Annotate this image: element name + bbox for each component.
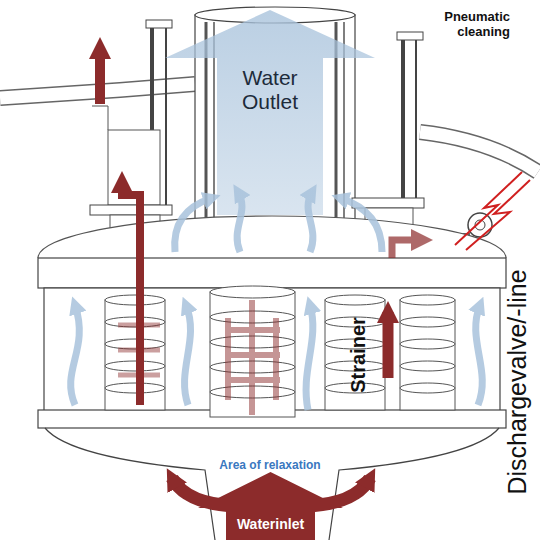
discharge-arrow bbox=[392, 240, 422, 258]
strainer-element bbox=[325, 295, 385, 410]
flow-through bbox=[226, 300, 280, 415]
strainer-ring bbox=[400, 317, 455, 327]
area-label: Area of relaxation bbox=[219, 459, 320, 473]
discharge-valve bbox=[468, 213, 492, 237]
strainer-ring bbox=[105, 361, 165, 371]
strainer-ring bbox=[400, 361, 455, 371]
pneumatic-label: Pneumatic cleaning bbox=[418, 10, 510, 40]
flow-arrow bbox=[175, 198, 212, 252]
node-text: Water Outlet bbox=[220, 66, 320, 114]
flange bbox=[90, 205, 172, 215]
pipe-outline bbox=[420, 132, 538, 172]
inlet-arrow: Waterinlet bbox=[198, 472, 343, 540]
rod-cap bbox=[146, 20, 172, 28]
flow-through bbox=[118, 325, 160, 375]
flow-arrow bbox=[306, 305, 313, 410]
flow-arrow bbox=[476, 305, 483, 405]
pneumatic-rod bbox=[401, 38, 405, 200]
strainer-ring bbox=[400, 383, 455, 393]
housing-cone bbox=[45, 428, 215, 540]
discharge-label: Dischargevalve/-line bbox=[503, 269, 532, 494]
strainer-label: Strainer bbox=[347, 317, 370, 393]
strainer-ring bbox=[325, 295, 385, 305]
rod-cap bbox=[397, 32, 423, 40]
discharge-arrow bbox=[122, 182, 140, 405]
flow-arrow bbox=[340, 198, 382, 252]
strainer-ring bbox=[400, 295, 455, 305]
discharge-arrow bbox=[383, 312, 394, 378]
strainer-element bbox=[400, 295, 455, 410]
strainer-ring bbox=[400, 339, 455, 349]
arrow-shape bbox=[165, 10, 375, 215]
outlet-arrow: Water Outlet bbox=[165, 10, 375, 215]
flow-arrow bbox=[71, 305, 80, 405]
node-text: Waterinlet bbox=[223, 516, 318, 532]
discharge-arrow bbox=[95, 48, 105, 104]
strainer-element bbox=[105, 295, 165, 410]
strainer-element bbox=[210, 286, 295, 417]
pipe-elbow bbox=[92, 106, 108, 130]
strainer-ring bbox=[105, 383, 165, 393]
pneumatic-pulse bbox=[455, 172, 530, 250]
housing-cone bbox=[329, 428, 499, 540]
housing-top bbox=[38, 216, 506, 258]
flow-arrow bbox=[185, 305, 191, 405]
strainer-body bbox=[400, 300, 455, 410]
top-plate bbox=[38, 258, 506, 288]
pneumatic-rod bbox=[165, 25, 167, 205]
arrow-shape bbox=[198, 472, 343, 540]
strainer-ring bbox=[210, 286, 295, 298]
pipe bbox=[420, 132, 538, 172]
pneumatic-rod bbox=[415, 38, 417, 200]
strainer-ring bbox=[105, 295, 165, 305]
strainer-body bbox=[325, 300, 385, 410]
strainer-body bbox=[210, 292, 295, 417]
strainer-body bbox=[105, 300, 165, 410]
